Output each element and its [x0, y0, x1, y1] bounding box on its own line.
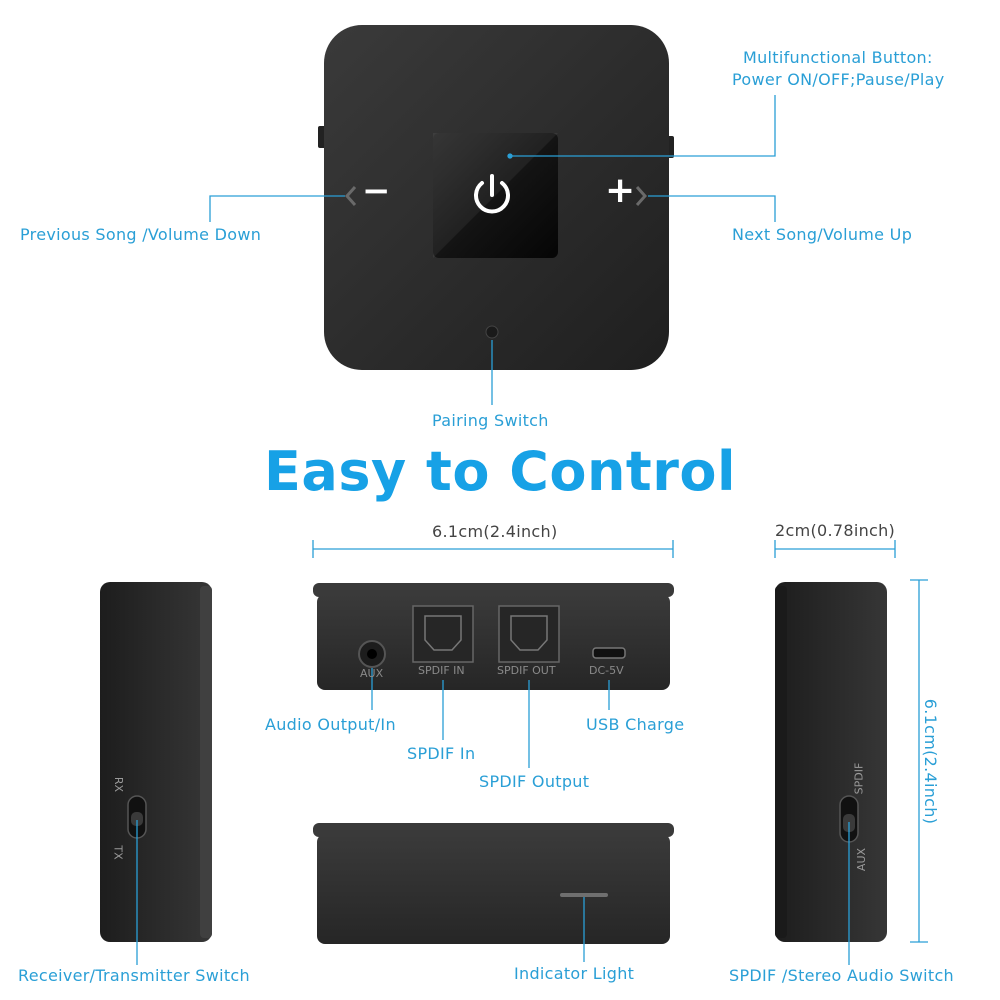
spdif-out-port: [498, 605, 560, 663]
front-view-device: [313, 823, 674, 944]
next-song-label: Next Song/Volume Up: [732, 225, 913, 244]
volume-up-button[interactable]: +: [605, 170, 636, 211]
chevron-left-icon: [344, 186, 357, 206]
aux-switch-label: AUX: [855, 847, 869, 872]
spdif-output-label: SPDIF Output: [479, 772, 590, 791]
spdif-in-port-label: SPDIF IN: [418, 664, 465, 677]
spdif-stereo-label: SPDIF /Stereo Audio Switch: [729, 966, 955, 985]
back-view-device: [313, 583, 674, 690]
spdif-switch-label: SPDIF: [852, 762, 866, 795]
rx-label: RX: [112, 776, 126, 793]
chevron-right-icon: [635, 186, 648, 206]
top-view-device: [318, 25, 674, 370]
left-side-device: [100, 582, 212, 942]
spdif-in-port: [412, 605, 474, 663]
indicator-light: [560, 893, 608, 897]
pairing-switch-hole[interactable]: [485, 325, 499, 339]
multifunction-label-line2: Power ON/OFF;Pause/Play: [732, 70, 945, 89]
aux-port-label: AUX: [360, 667, 384, 680]
depth-dimension-label: 2cm(0.78inch): [775, 521, 896, 540]
callout-lines: [136, 95, 928, 965]
height-dimension-label: 6.1cm(2.4inch): [921, 698, 941, 825]
indicator-light-label: Indicator Light: [514, 964, 635, 983]
spdif-out-port-label: SPDIF OUT: [497, 664, 556, 677]
usb-port: [592, 647, 626, 659]
page-title: Easy to Control: [264, 440, 736, 503]
receiver-transmitter-label: Receiver/Transmitter Switch: [18, 966, 250, 985]
pairing-switch-label: Pairing Switch: [432, 411, 549, 430]
tx-label: TX: [111, 845, 125, 860]
spdif-in-label: SPDIF In: [407, 744, 476, 763]
audio-output-label: Audio Output/In: [265, 715, 396, 734]
power-icon: [474, 174, 510, 214]
volume-down-button[interactable]: −: [362, 171, 391, 211]
multifunction-label-line1: Multifunctional Button:: [743, 48, 933, 67]
dc-port-label: DC-5V: [589, 664, 624, 677]
prev-song-label: Previous Song /Volume Down: [20, 225, 262, 244]
right-side-device: [775, 582, 887, 942]
power-button[interactable]: [433, 133, 558, 258]
usb-charge-label: USB Charge: [586, 715, 685, 734]
width-dimension-label: 6.1cm(2.4inch): [432, 522, 558, 541]
